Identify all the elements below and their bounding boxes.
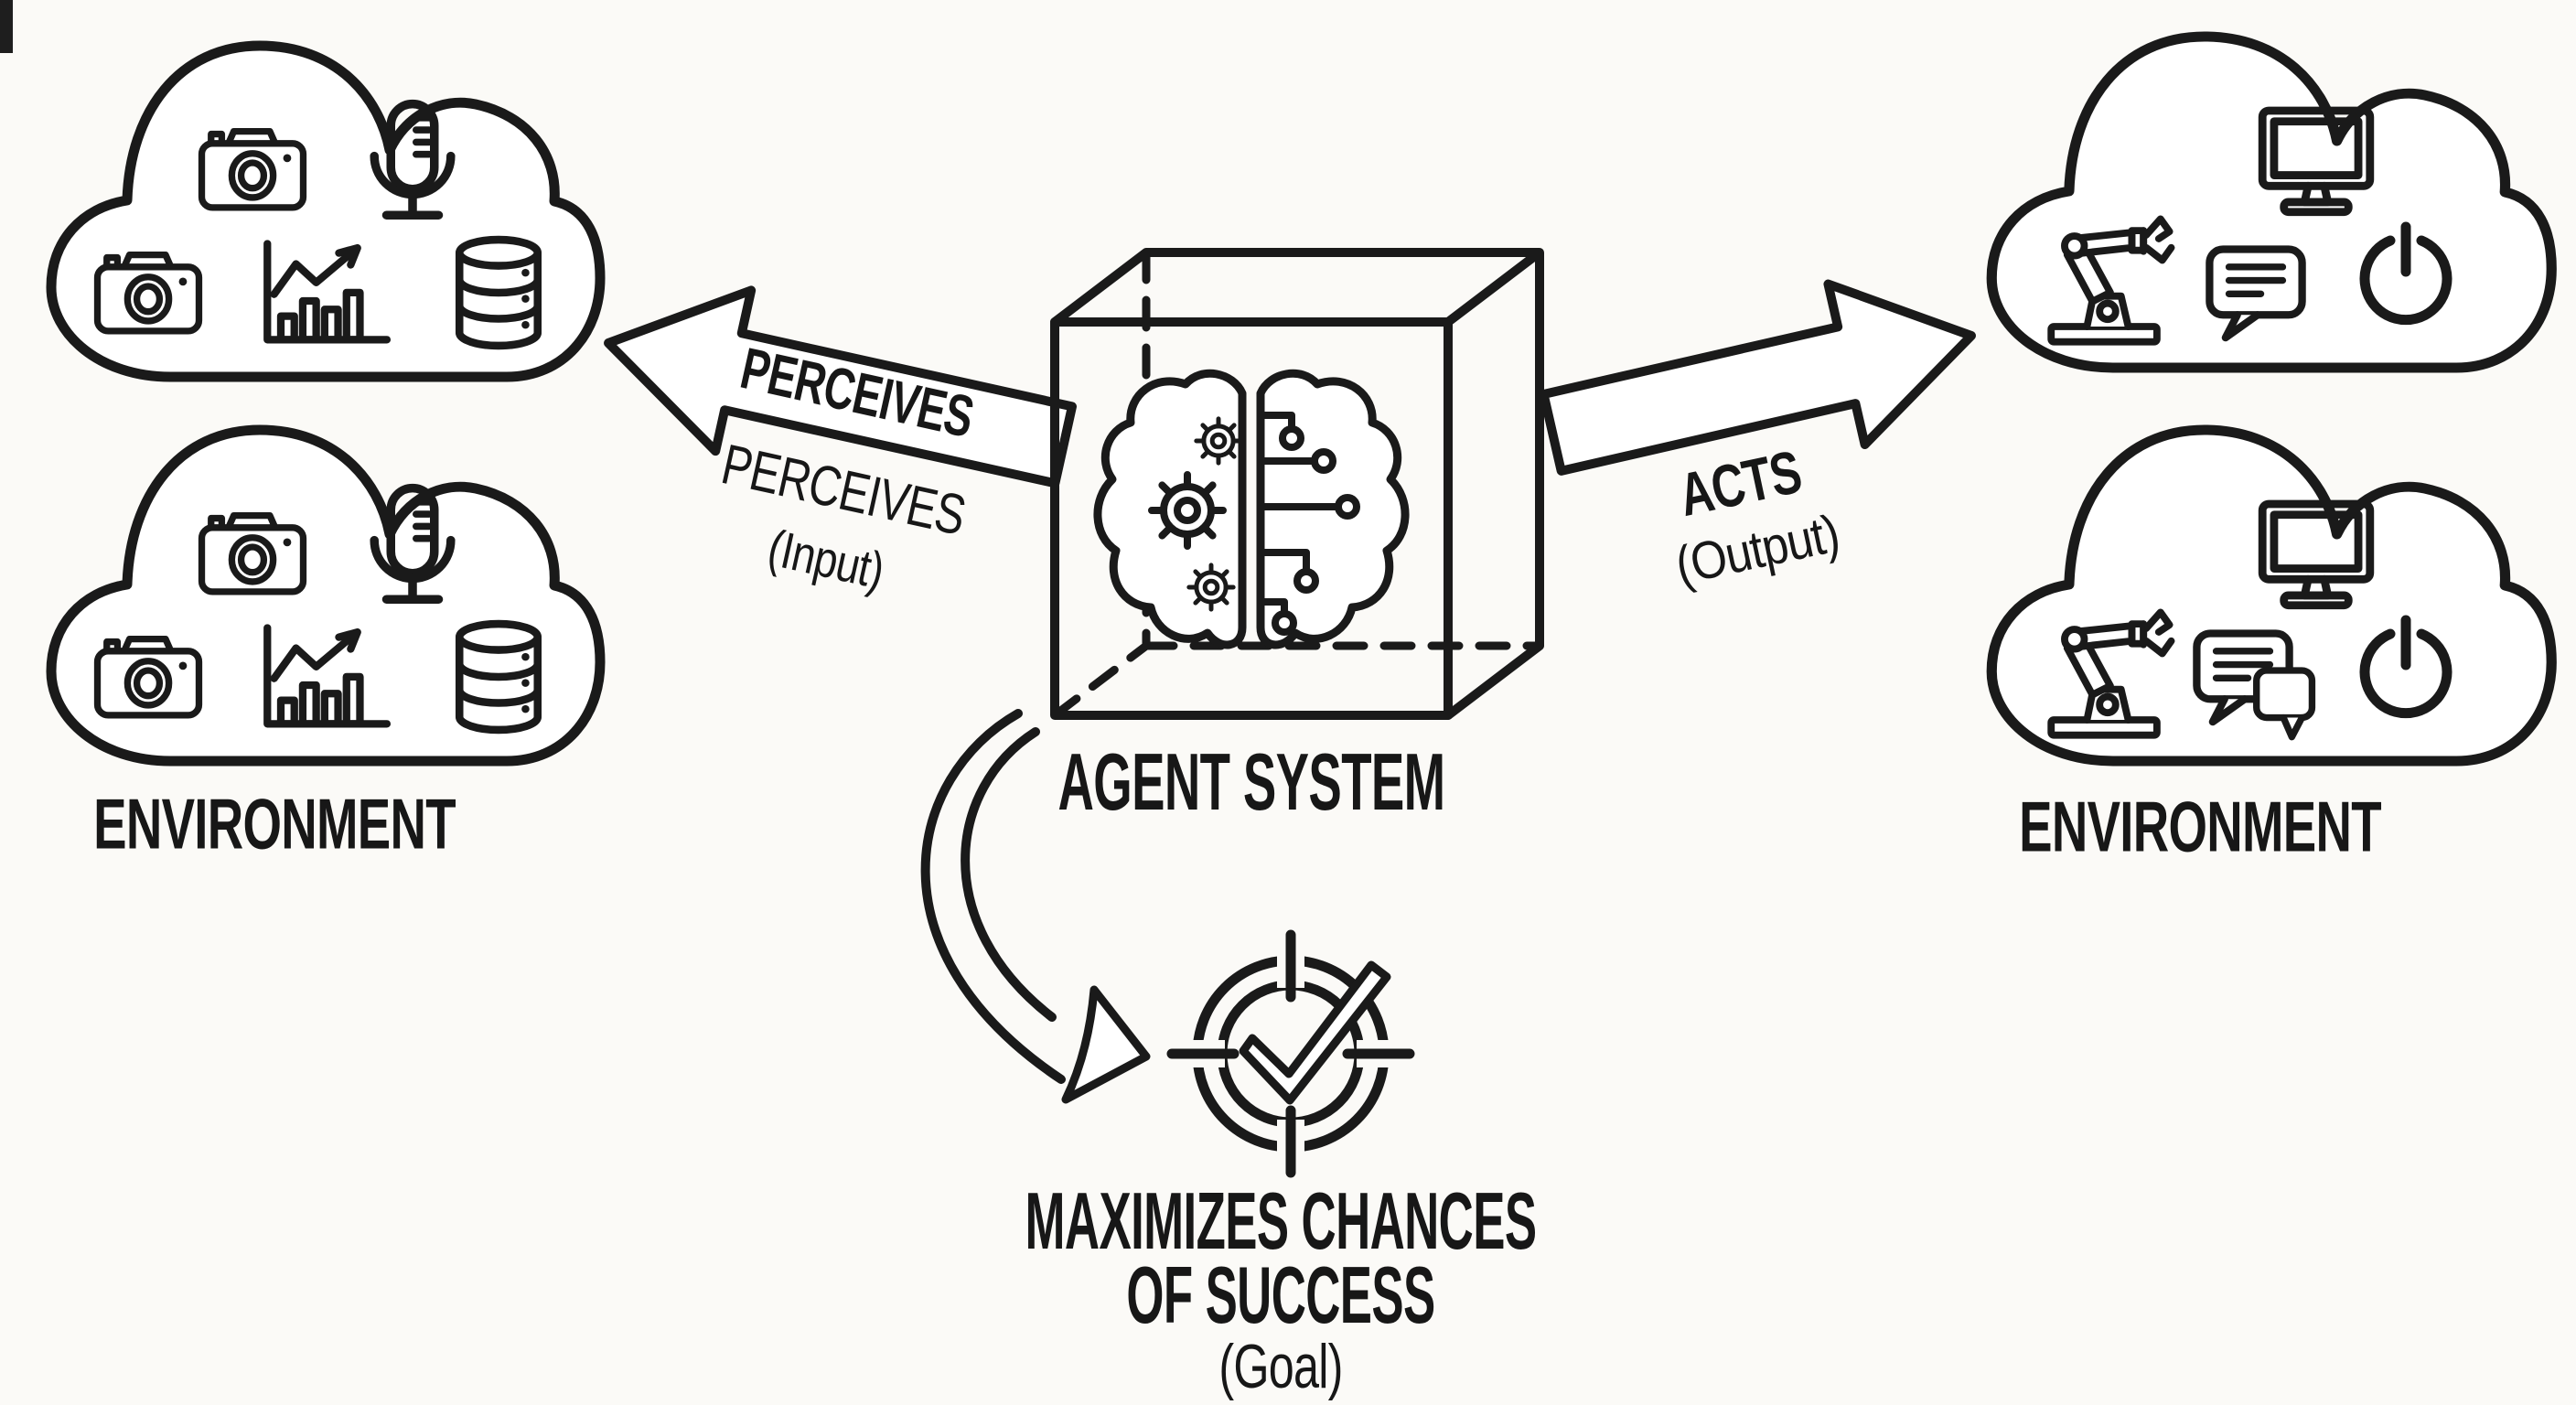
brain-left-hemisphere bbox=[1093, 369, 1247, 649]
goal-label-line3: (Goal) bbox=[1218, 1332, 1343, 1401]
left-environment-cloud-bottom bbox=[51, 430, 600, 761]
goal-arrowhead bbox=[1061, 985, 1151, 1104]
acts-arrow bbox=[1539, 279, 1976, 476]
crosshair-ticks bbox=[1166, 929, 1415, 1178]
cube-back-edges bbox=[1050, 248, 1544, 720]
cube-front-face bbox=[1050, 317, 1453, 720]
right-environment-cloud-bottom bbox=[1991, 430, 2551, 761]
goal-label-line2: OF SUCCESS bbox=[1126, 1249, 1435, 1340]
agent-system-cube bbox=[1050, 248, 1544, 720]
left-environment-label: ENVIRONMENT bbox=[93, 783, 456, 864]
perceives-arrow bbox=[604, 285, 1078, 488]
brain-icon bbox=[1093, 369, 1410, 649]
target-checkmark-icon bbox=[1166, 929, 1415, 1178]
checkmark bbox=[1239, 960, 1391, 1105]
scan-mark bbox=[0, 0, 13, 53]
right-environment-label: ENVIRONMENT bbox=[2019, 786, 2381, 867]
right-environment-cloud-top bbox=[1991, 37, 2551, 368]
left-environment-cloud-top bbox=[51, 46, 600, 377]
goal-arrow bbox=[920, 709, 1151, 1104]
goal-label-line1: MAXIMIZES CHANCES bbox=[1025, 1175, 1537, 1266]
circuit-traces bbox=[1259, 412, 1360, 636]
agent-system-label: AGENT SYSTEM bbox=[1057, 736, 1445, 827]
